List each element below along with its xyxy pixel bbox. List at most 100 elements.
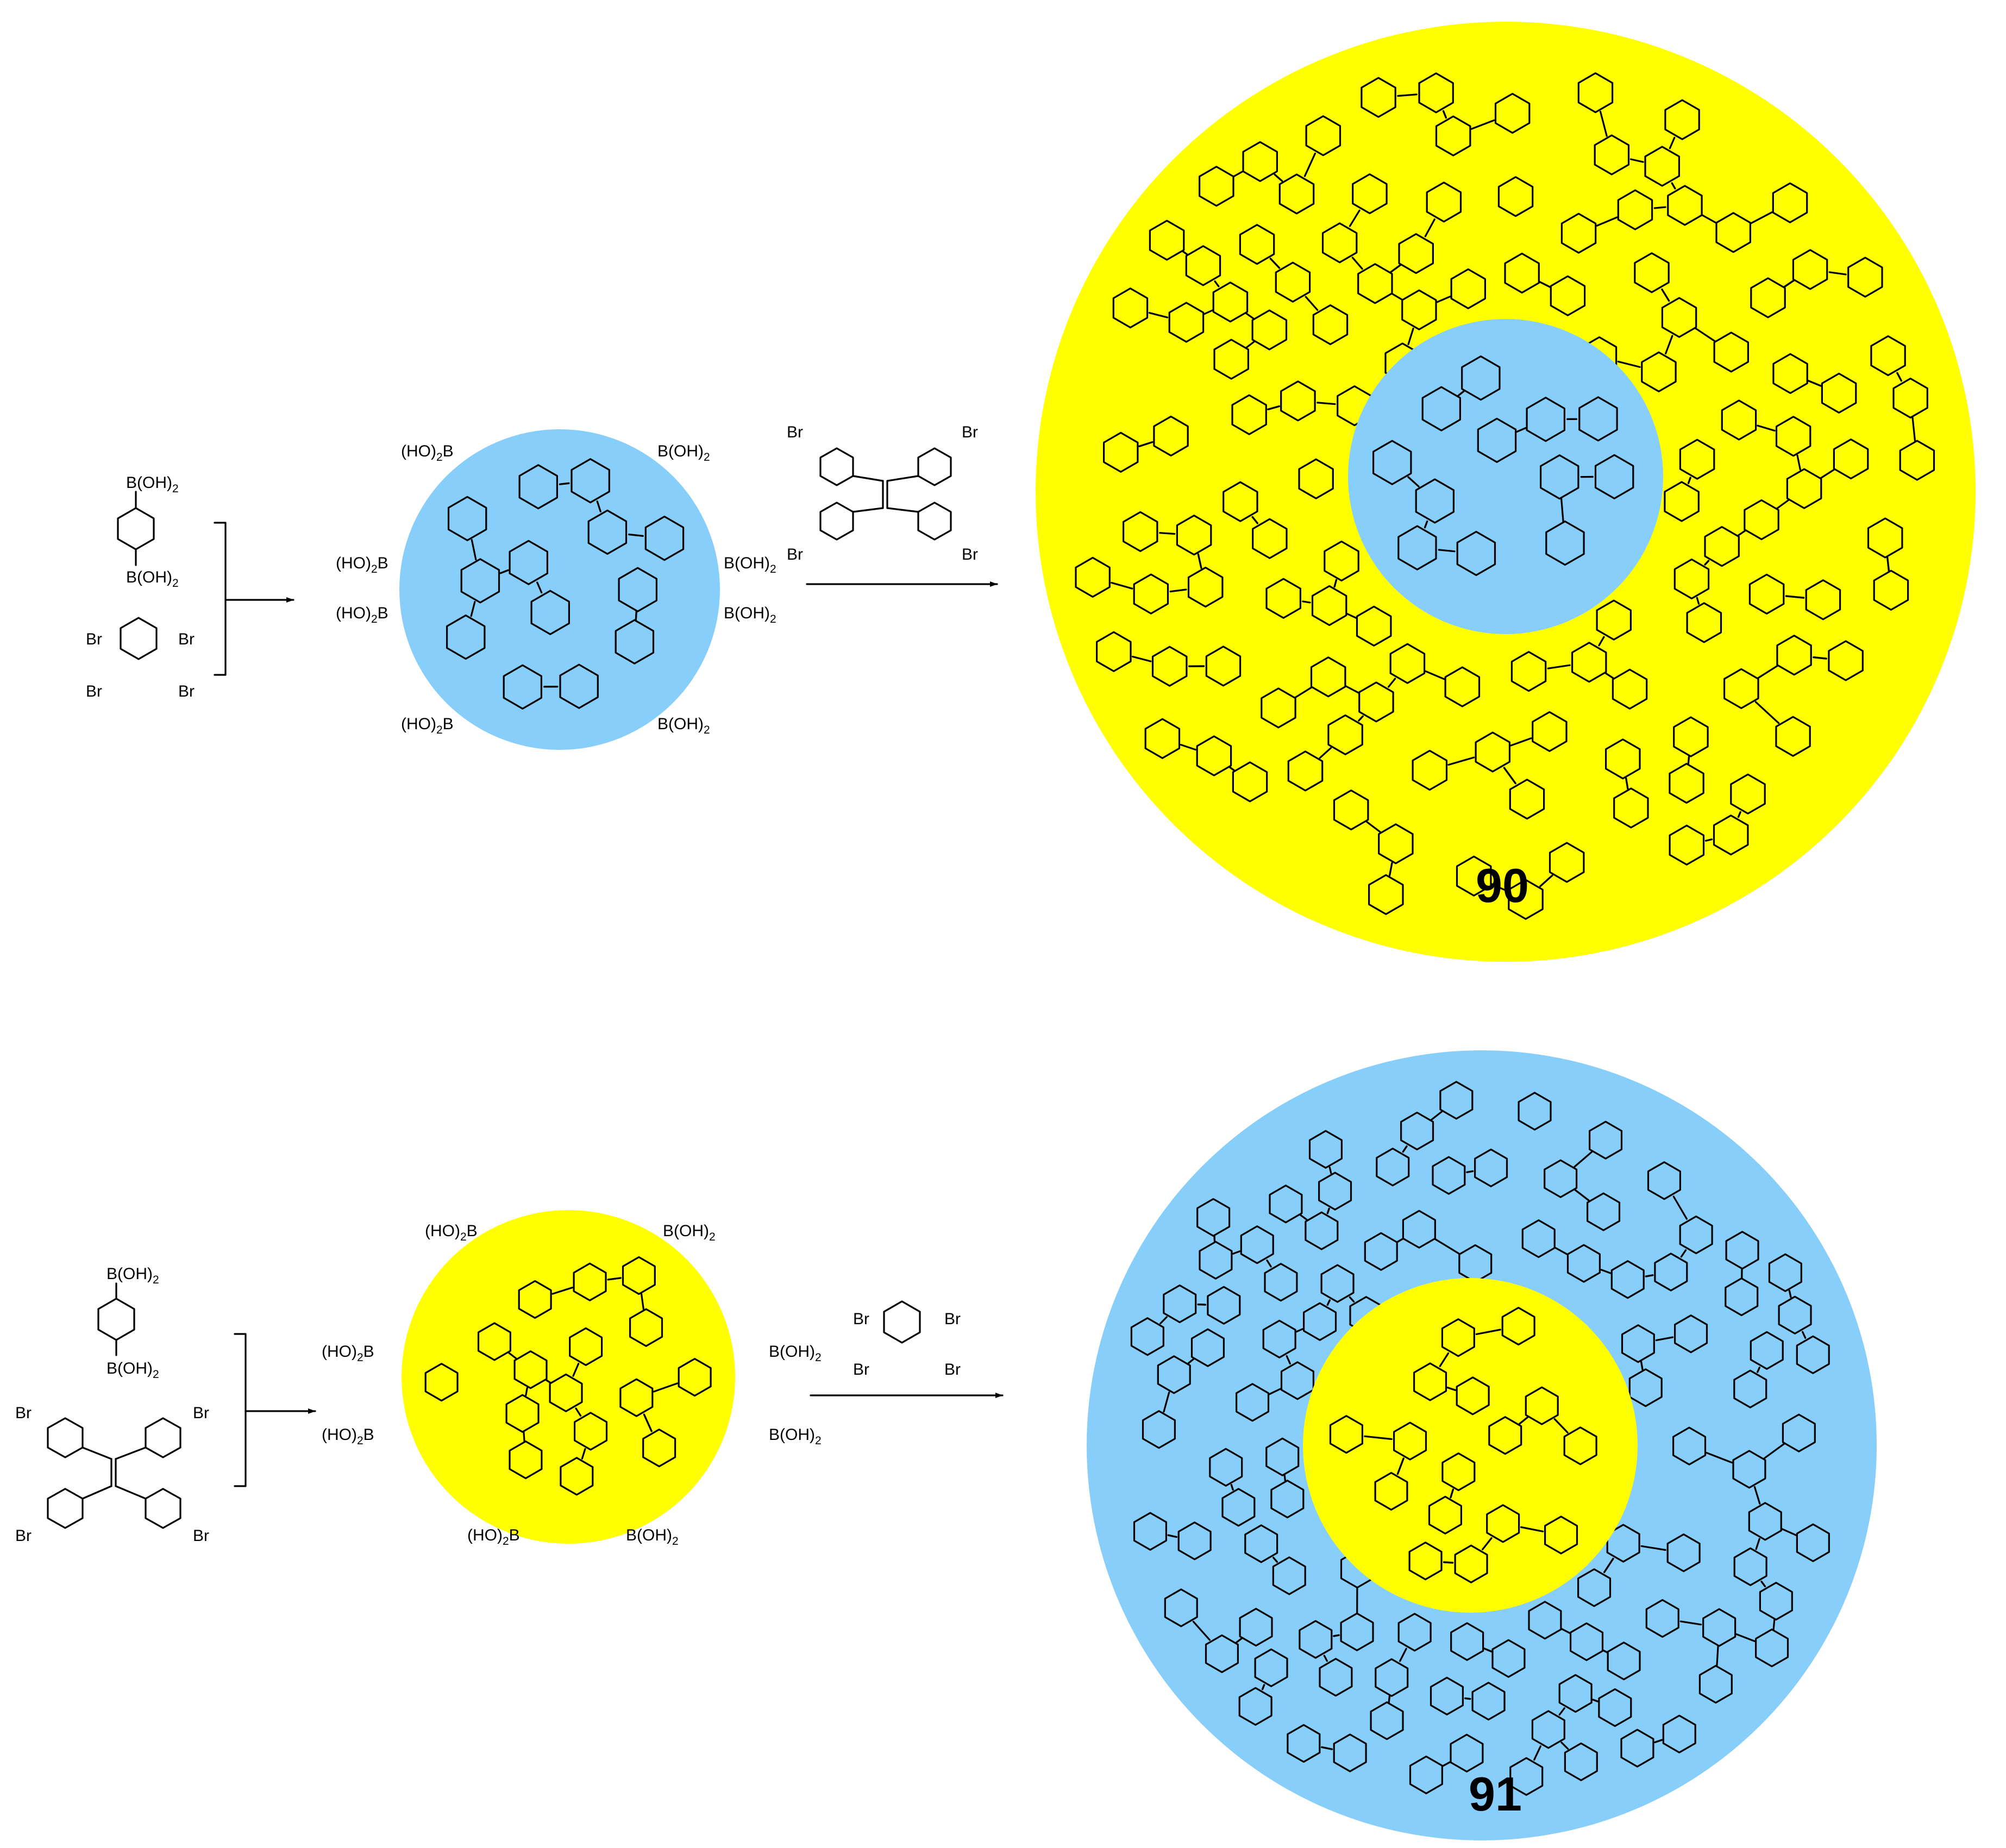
benzene-ring (1748, 1502, 1782, 1541)
aryl-bond (1788, 1289, 1792, 1298)
benzene-ring (615, 619, 655, 665)
benzene-ring (1207, 1286, 1241, 1325)
aryl-bond (1349, 1296, 1355, 1303)
aryl-bond (1516, 427, 1527, 433)
aryl-bond (1490, 883, 1509, 893)
label-hob2: (HO)2B (336, 554, 388, 575)
aryl-bond (1687, 755, 1690, 765)
aryl-bond (1397, 93, 1418, 97)
benzene-ring (1176, 515, 1212, 556)
aryl-bond (1246, 341, 1255, 348)
benzene-ring (1205, 646, 1242, 687)
benzene-ring (1873, 569, 1909, 611)
benzene-ring (1408, 1542, 1443, 1581)
benzene-ring (1239, 224, 1275, 265)
benzene-ring (1733, 1547, 1767, 1586)
aryl-bond (1911, 416, 1916, 442)
aryl-bond (1268, 1388, 1282, 1395)
benzene-ring (1375, 1658, 1409, 1697)
aryl-bond (1300, 1214, 1308, 1221)
product-number-91: 91 (1469, 1767, 1522, 1821)
aryl-bond (1213, 1235, 1216, 1243)
benzene-ring (1368, 874, 1404, 916)
benzene-ring (1265, 578, 1301, 619)
aryl-bond (1167, 1534, 1177, 1538)
benzene-ring (1686, 602, 1722, 643)
benzene-ring (1426, 181, 1462, 223)
aryl-bond (1439, 1352, 1450, 1367)
benzene-ring (1778, 1295, 1812, 1335)
benzene-ring (1673, 558, 1710, 600)
benzene-ring (1269, 1185, 1303, 1224)
benzene-ring (1164, 1588, 1198, 1627)
label-hob2: (HO)2B (336, 604, 388, 625)
benzene-ring (518, 464, 559, 510)
aryl-bond (1438, 549, 1456, 553)
benzene-ring (1607, 1642, 1641, 1681)
aryl-bond (1163, 1392, 1170, 1413)
aryl-bond (596, 500, 601, 513)
benzene-ring (1560, 212, 1597, 254)
aryl-bond (643, 1413, 653, 1432)
benzene-ring (1578, 396, 1618, 442)
aryl-bond (1148, 312, 1169, 318)
benzene-ring (1370, 1701, 1404, 1740)
benzene-ring (509, 540, 549, 585)
benzene-ring (571, 458, 610, 504)
benzene-ring (1828, 640, 1864, 681)
product-90: 90 (1036, 22, 1976, 962)
benzene-ring (1444, 666, 1481, 707)
benzene-ring (1474, 1148, 1508, 1187)
aryl-bond (581, 1448, 586, 1459)
benzene-ring (1620, 1728, 1654, 1768)
benzene-ring (1549, 842, 1585, 883)
benzene-ring (1236, 1383, 1270, 1422)
benzene-ring (587, 509, 628, 555)
aryl-bond (1390, 264, 1401, 273)
benzene-ring (1892, 377, 1928, 419)
benzene-ring (1628, 1368, 1663, 1407)
label-hob2: (HO)2B (467, 1526, 520, 1548)
aryl-bond (1391, 292, 1403, 301)
benzene-ring (1430, 1676, 1464, 1715)
aryl-bond (1813, 656, 1827, 660)
benzene-ring (1508, 879, 1544, 920)
benzene-ring (1669, 762, 1704, 804)
aryl-bond (1750, 211, 1774, 224)
benzene-ring (1713, 815, 1749, 856)
label-br: Br (178, 682, 195, 700)
label-br: Br (962, 546, 978, 563)
aryl-bond (1602, 1649, 1608, 1653)
aryl-bond (1132, 655, 1152, 662)
product-number-90: 90 (1476, 859, 1529, 912)
benzene-ring (1415, 478, 1455, 524)
benzene-ring (1272, 1556, 1306, 1595)
benzene-ring (1612, 668, 1648, 710)
benzene-ring (1209, 1448, 1243, 1487)
aryl-bond (1159, 532, 1176, 535)
benzene-ring (1435, 115, 1471, 156)
aryl-bond (1346, 612, 1357, 619)
label-hob2: (HO)2B (401, 442, 454, 463)
benzene-ring (1441, 1452, 1476, 1492)
benzene-ring (1563, 1426, 1597, 1465)
benzene-ring (1075, 556, 1111, 598)
molecular-structure-drawing (1372, 355, 1634, 577)
benzene-ring (559, 663, 599, 709)
aryl-bond (1696, 597, 1700, 605)
label-boh2: B(OH)2 (724, 604, 776, 625)
aryl-bond (628, 533, 644, 537)
aryl-bond (1266, 1259, 1272, 1268)
benzene-ring (1361, 77, 1396, 118)
aryl-bond (1737, 811, 1741, 818)
benzene-ring (1123, 511, 1158, 553)
label-br: Br (193, 1404, 209, 1422)
benzene-ring (1187, 566, 1224, 608)
aryl-bond (1640, 1361, 1644, 1370)
aryl-bond (1694, 327, 1716, 342)
benzene-ring (1352, 173, 1388, 215)
aryl-bond (1483, 1647, 1493, 1652)
label-boh2: B(OH)2 (657, 442, 710, 463)
benzene-ring (1662, 1714, 1696, 1753)
aryl-bond (1274, 173, 1283, 182)
